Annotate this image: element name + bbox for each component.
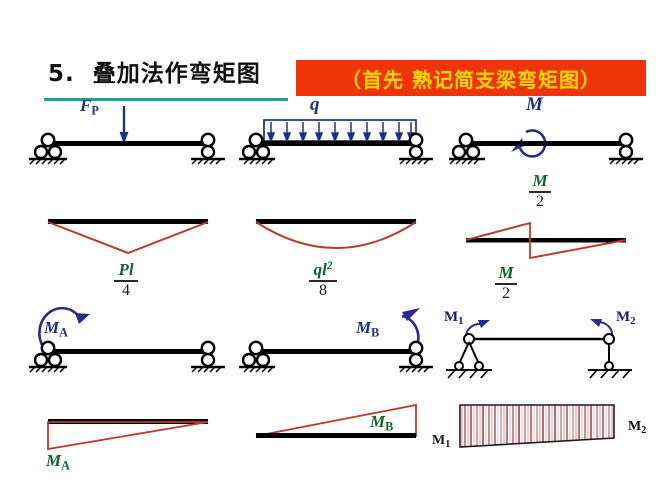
right-roller-support	[191, 340, 225, 373]
left-pin-support	[29, 340, 67, 373]
fraction-bar	[529, 191, 551, 193]
title-underline	[44, 98, 288, 101]
reference-axis	[256, 219, 416, 224]
banner-note: （首先 熟记简支梁弯矩图）	[296, 60, 646, 96]
beam-member	[466, 141, 626, 146]
beam-udl-svg	[239, 119, 433, 165]
moment-edge-left	[465, 222, 531, 241]
figure-beam-moment: M	[448, 92, 658, 165]
load-label-q: q	[310, 94, 320, 115]
formula-denominator: 2	[502, 284, 510, 302]
formula-pl-over-4: Pl 4	[106, 261, 146, 299]
beam-moment-svg	[449, 129, 643, 165]
beam-member	[256, 349, 416, 354]
figure-beam-point-load: FP	[20, 92, 240, 165]
diagram-antisymmetric-svg	[465, 221, 627, 260]
moment-curve	[47, 221, 209, 255]
udl-block	[263, 119, 417, 144]
formula-numerator: Pl	[118, 260, 134, 279]
figure-beam-ma: MA	[20, 300, 240, 380]
formula-numerator: ql2	[313, 260, 333, 280]
load-label-m2: M2	[616, 309, 636, 328]
left-pin-support	[29, 132, 67, 165]
diagram-label-m2: M2	[628, 419, 647, 436]
title-label: 叠加法作弯矩图	[92, 61, 261, 87]
right-roller-support	[399, 340, 433, 373]
beam-point-load-svg	[29, 106, 225, 165]
moment-edge-right	[529, 239, 627, 259]
load-label-mb: MB	[356, 318, 380, 340]
beam-mb-svg	[239, 308, 433, 373]
right-roller-support	[609, 132, 643, 165]
formula-denominator: 4	[122, 281, 130, 299]
diagram-hatched-trapezoid-svg	[459, 404, 615, 448]
applied-moment-arrow	[518, 129, 547, 158]
beam-member	[256, 141, 416, 146]
figure-diagram-moment: M 2 M 2	[448, 172, 658, 301]
beam-ma-svg	[29, 306, 225, 373]
moment-arc-a	[38, 306, 90, 349]
right-roller-support	[191, 132, 225, 165]
figure-diagram-point-load: Pl 4	[20, 205, 240, 298]
formula-numerator: M	[498, 263, 514, 282]
figure-diagram-m1-m2: M1 M2	[432, 395, 664, 470]
diagram-parabolic-svg	[255, 219, 417, 249]
left-triangular-pin-support	[446, 333, 492, 379]
formula-ql2-over-8: ql2 8	[300, 260, 346, 299]
moment-curve	[255, 221, 417, 249]
figure-diagram-ma: MA	[20, 405, 240, 475]
formula-denominator: 2	[536, 192, 544, 210]
title-number: 5.	[48, 61, 75, 87]
beam-member	[48, 141, 208, 146]
figure-beam-udl: q	[239, 92, 444, 165]
figure-diagram-mb: MB	[244, 395, 444, 470]
diagram-label-m1: M1	[432, 433, 451, 450]
fraction-bar	[114, 280, 138, 282]
diagram-label-ma: MA	[46, 451, 70, 473]
beam-m1-m2-svg	[446, 319, 632, 379]
left-pin-support	[449, 132, 485, 165]
reference-axis	[256, 433, 416, 438]
left-pin-support	[239, 340, 275, 373]
banner-note-label: （首先 熟记简支梁弯矩图）	[341, 67, 601, 92]
formula-denominator: 8	[319, 281, 327, 299]
load-label-ma: MA	[44, 318, 68, 340]
diagram-triangular-svg	[47, 219, 209, 255]
formula-m-over-2-bottom: M 2	[486, 264, 526, 302]
diagram-ma-svg	[47, 419, 209, 451]
reference-axis	[466, 238, 626, 243]
moment-area	[47, 421, 209, 451]
load-label-m: M	[526, 94, 543, 115]
slide-header: 5. 叠加法作弯矩图 （首先 熟记简支梁弯矩图）	[0, 26, 667, 101]
page-title: 5. 叠加法作弯矩图	[48, 54, 261, 88]
figure-beam-mb: MB	[239, 300, 444, 380]
formula-m-over-2-top: M 2	[520, 172, 560, 210]
fraction-bar	[495, 283, 517, 285]
point-load-arrow	[119, 106, 129, 144]
right-roller-support	[399, 132, 433, 165]
moment-outline	[459, 404, 615, 448]
diagram-mb-svg	[255, 403, 417, 438]
diagram-label-mb: MB	[370, 412, 394, 434]
beam-member	[48, 349, 208, 354]
figure-diagram-udl: ql2 8	[244, 205, 444, 298]
fraction-bar	[309, 280, 337, 282]
load-label-m1: M1	[444, 309, 464, 328]
formula-numerator: M	[532, 171, 548, 190]
load-label-fp: FP	[80, 96, 99, 118]
figure-beam-m1-m2: M1 M2	[440, 300, 665, 380]
left-pin-support	[239, 132, 275, 165]
right-link-support	[588, 333, 632, 379]
reference-axis	[48, 219, 208, 224]
